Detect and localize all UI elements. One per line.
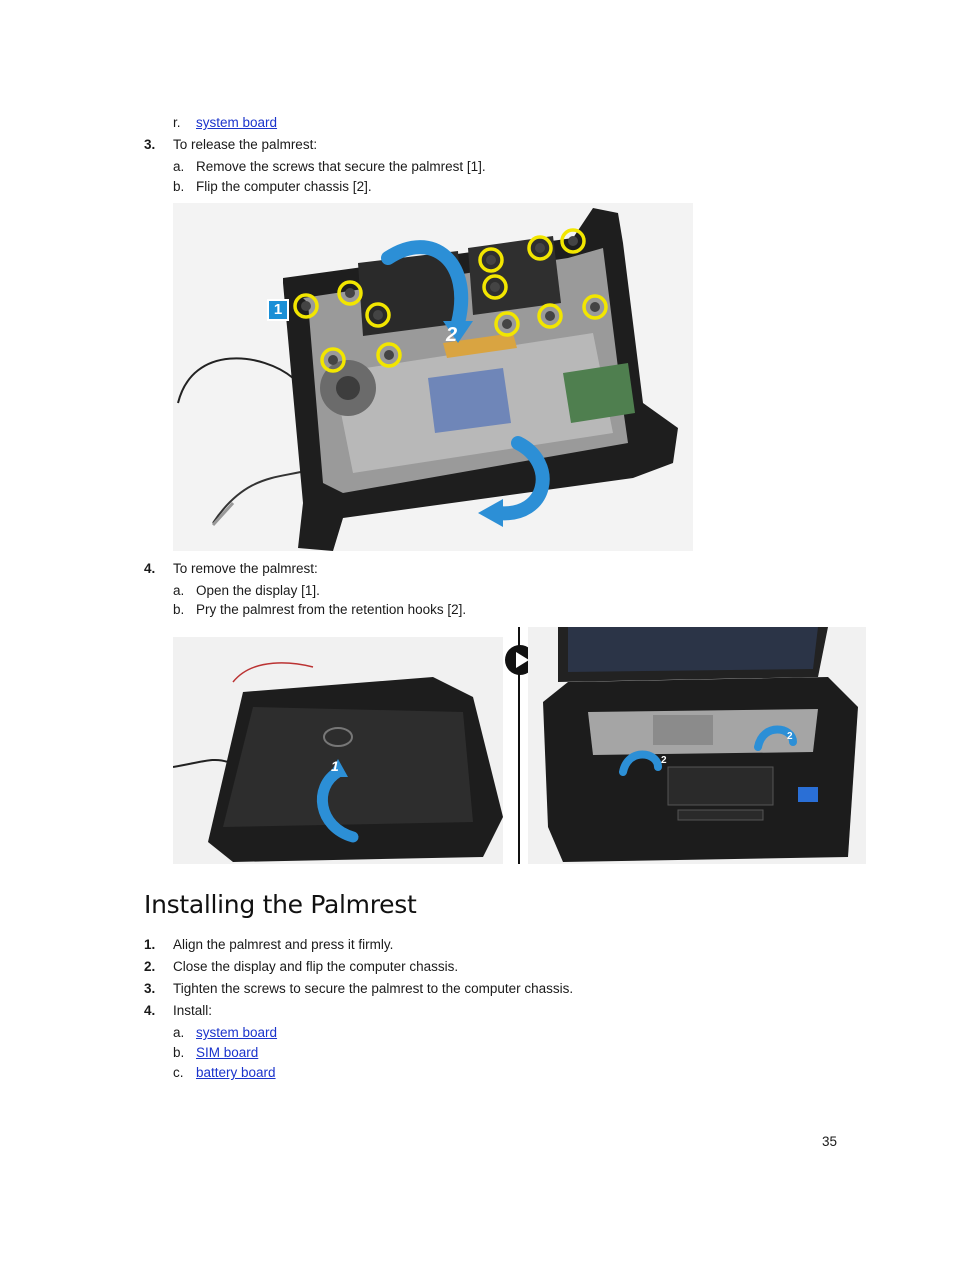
- closed-laptop-illustration: [173, 637, 503, 864]
- section-heading: Installing the Palmrest: [144, 890, 417, 919]
- next-step-play-icon: [505, 645, 535, 675]
- substep-marker: a.: [173, 159, 185, 174]
- substep-marker: a.: [173, 583, 185, 598]
- list-marker: r.: [173, 115, 181, 130]
- list-marker: b.: [173, 1045, 185, 1060]
- substep-text: Flip the computer chassis [2].: [196, 179, 372, 194]
- pry-arrow-icon: [619, 750, 662, 776]
- open-laptop-illustration: [528, 627, 866, 864]
- page-number: 35: [822, 1134, 838, 1149]
- list-marker: c.: [173, 1065, 184, 1080]
- chassis-illustration: [173, 203, 693, 551]
- step-number: 1.: [144, 937, 156, 952]
- system-board-link[interactable]: system board: [196, 1025, 278, 1040]
- substep-marker: b.: [173, 602, 185, 617]
- step-number: 2.: [144, 959, 156, 974]
- step-text: Tighten the screws to secure the palmres…: [173, 981, 574, 996]
- step-text: Align the palmrest and press it firmly.: [173, 937, 394, 952]
- palmrest-screws-photo: 1 2: [173, 203, 693, 551]
- callout-1-label: 1: [331, 758, 339, 774]
- substep-text: Remove the screws that secure the palmre…: [196, 159, 486, 174]
- step-text: Close the display and flip the computer …: [173, 959, 459, 974]
- callout-2-label: 2: [446, 324, 458, 346]
- callout-2a-label: 2: [661, 755, 667, 766]
- open-arrow-icon: [317, 766, 359, 843]
- battery-board-link[interactable]: battery board: [196, 1065, 276, 1080]
- callout-1-badge: 1: [267, 299, 289, 321]
- step-text: Install:: [173, 1003, 213, 1018]
- divider: [518, 627, 520, 864]
- substep-text: Open the display [1].: [196, 583, 320, 598]
- flip-arrow-icon: [381, 240, 469, 330]
- system-board-link[interactable]: system board: [196, 115, 278, 130]
- step-number: 3.: [144, 981, 156, 996]
- substep-text: Pry the palmrest from the retention hook…: [196, 602, 467, 617]
- remove-palmrest-photo: 1 2 2: [173, 627, 866, 864]
- list-marker: a.: [173, 1025, 185, 1040]
- step-number: 4.: [144, 561, 156, 576]
- step-number: 4.: [144, 1003, 156, 1018]
- step-text: To release the palmrest:: [173, 137, 318, 152]
- sim-board-link[interactable]: SIM board: [196, 1045, 259, 1060]
- step-text: To remove the palmrest:: [173, 561, 318, 576]
- step-number: 3.: [144, 137, 156, 152]
- callout-2b-label: 2: [787, 731, 793, 742]
- substep-marker: b.: [173, 179, 185, 194]
